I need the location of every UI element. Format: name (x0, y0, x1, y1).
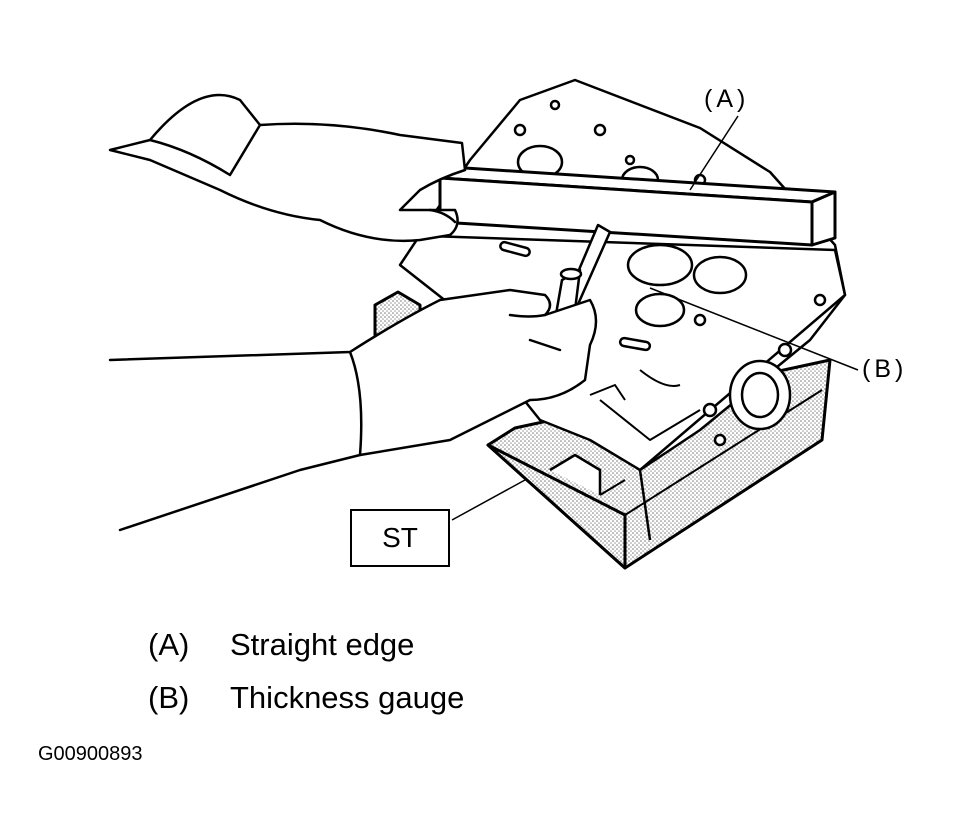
leader-line-b (649, 287, 859, 371)
leader-line-a (689, 115, 739, 191)
callout-label-a: (A) (704, 85, 750, 113)
figure-code: G00900893 (38, 743, 143, 765)
leader-line-st (451, 479, 526, 521)
legend-key-b: (B) (148, 680, 190, 715)
legend-label-a: Straight edge (230, 627, 415, 662)
cylinder-head-flatness-illustration (108, 78, 859, 570)
legend-key-a: (A) (148, 627, 190, 662)
legend-row-b: (B) Thickness gauge (148, 680, 464, 716)
upper-hand (108, 93, 467, 243)
callout-label-b: (B) (862, 355, 908, 383)
leader-lines (451, 115, 859, 521)
legend-label-b: Thickness gauge (230, 680, 465, 715)
lower-hand (108, 288, 598, 532)
special-tool-label: ST (382, 522, 418, 553)
special-tool-label-box: ST (350, 509, 450, 567)
straight-edge (438, 166, 837, 247)
legend-row-a: (A) Straight edge (148, 627, 414, 663)
